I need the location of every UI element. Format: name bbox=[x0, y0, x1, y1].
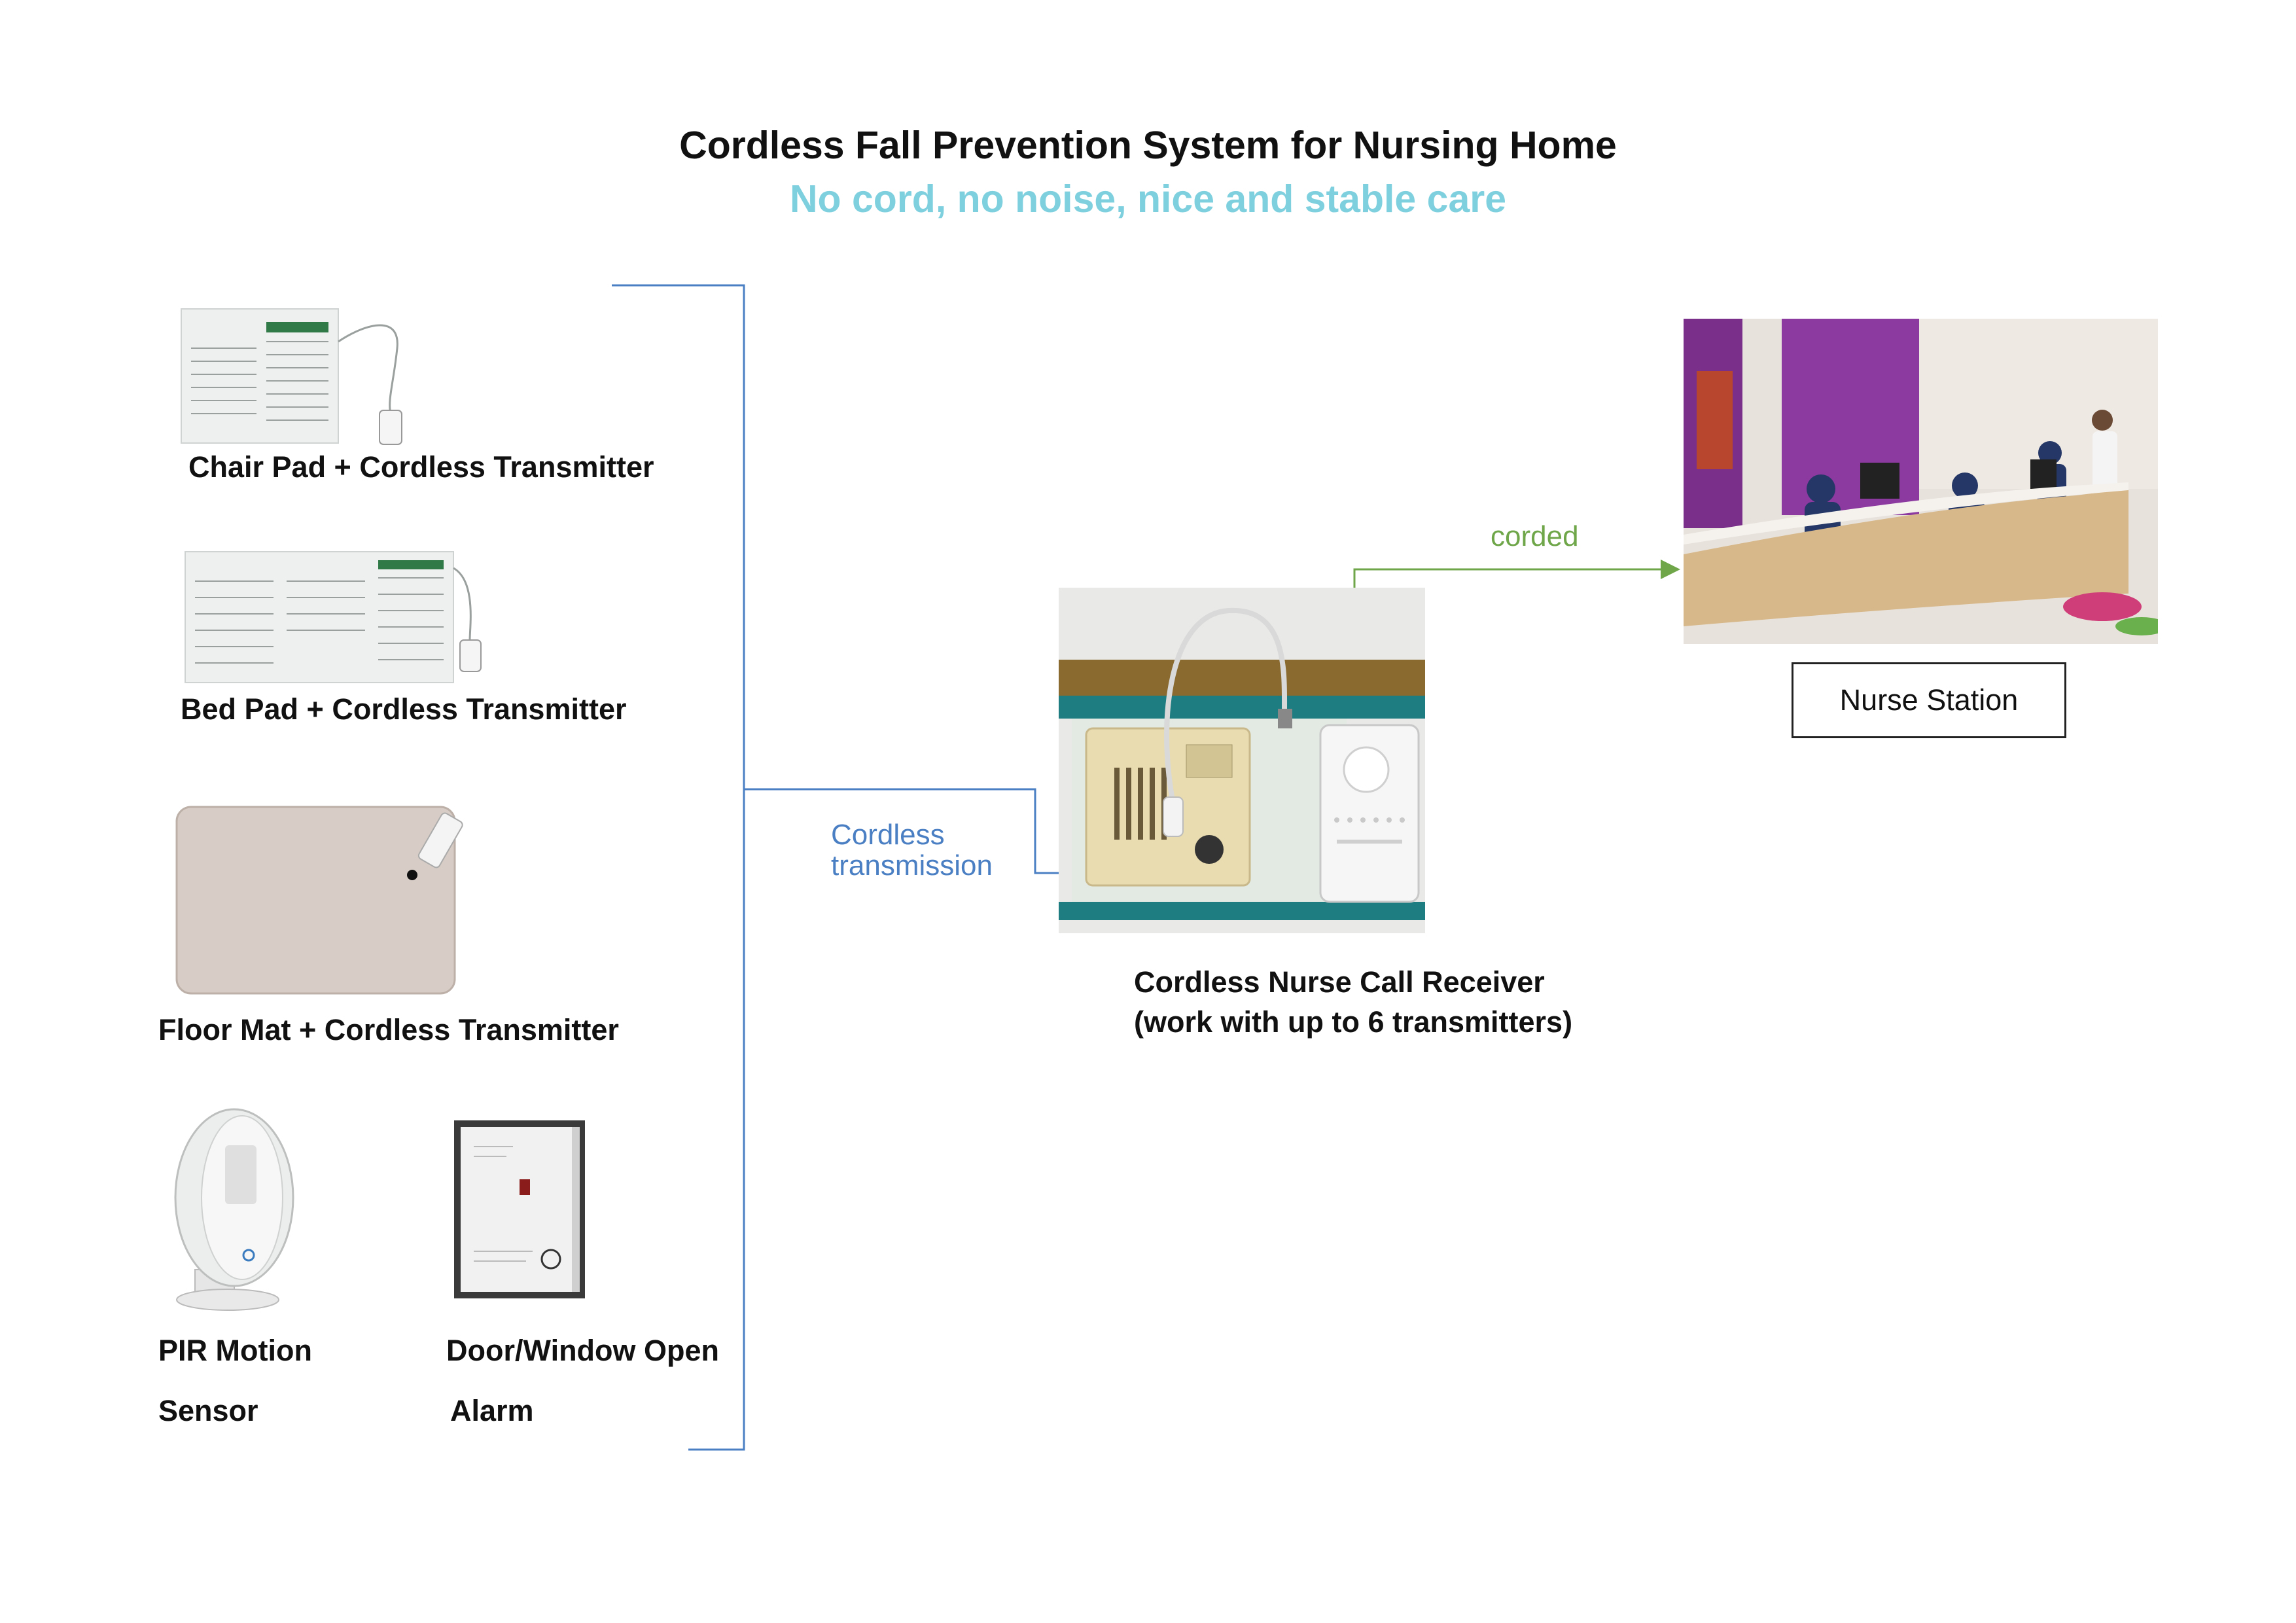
cordless-transmission-label: Cordless transmission bbox=[831, 819, 993, 881]
floor-mat-image bbox=[173, 802, 481, 998]
pir-label-line1: PIR Motion bbox=[158, 1334, 312, 1367]
diagram-subtitle: No cord, no noise, nice and stable care bbox=[789, 177, 1507, 221]
floor-mat-label: Floor Mat + Cordless Transmitter bbox=[158, 1013, 619, 1046]
door-alarm-image bbox=[454, 1120, 585, 1298]
door-label-line1: Door/Window Open bbox=[446, 1334, 720, 1367]
cordless-label-line2: transmission bbox=[831, 849, 993, 882]
pir-label-line2: Sensor bbox=[158, 1394, 258, 1427]
nurse-call-receiver-image bbox=[1059, 588, 1425, 933]
chair-pad-image bbox=[178, 302, 407, 453]
receiver-label-line1: Cordless Nurse Call Receiver bbox=[1134, 965, 1545, 999]
corded-label: corded bbox=[1491, 520, 1579, 552]
receiver-label-line2: (work with up to 6 transmitters) bbox=[1134, 1005, 1573, 1039]
device-bracket bbox=[612, 284, 745, 1451]
nurse-station-label: Nurse Station bbox=[1792, 662, 2066, 738]
diagram-title: Cordless Fall Prevention System for Nurs… bbox=[679, 124, 1617, 167]
door-label-line2: Alarm bbox=[450, 1394, 534, 1427]
bed-pad-image bbox=[182, 548, 483, 689]
pir-sensor-image bbox=[169, 1106, 300, 1315]
nurse-station-image bbox=[1684, 319, 2158, 644]
cordless-label-line1: Cordless bbox=[831, 819, 945, 851]
chair-pad-label: Chair Pad + Cordless Transmitter bbox=[188, 450, 654, 484]
bed-pad-label: Bed Pad + Cordless Transmitter bbox=[181, 692, 627, 726]
